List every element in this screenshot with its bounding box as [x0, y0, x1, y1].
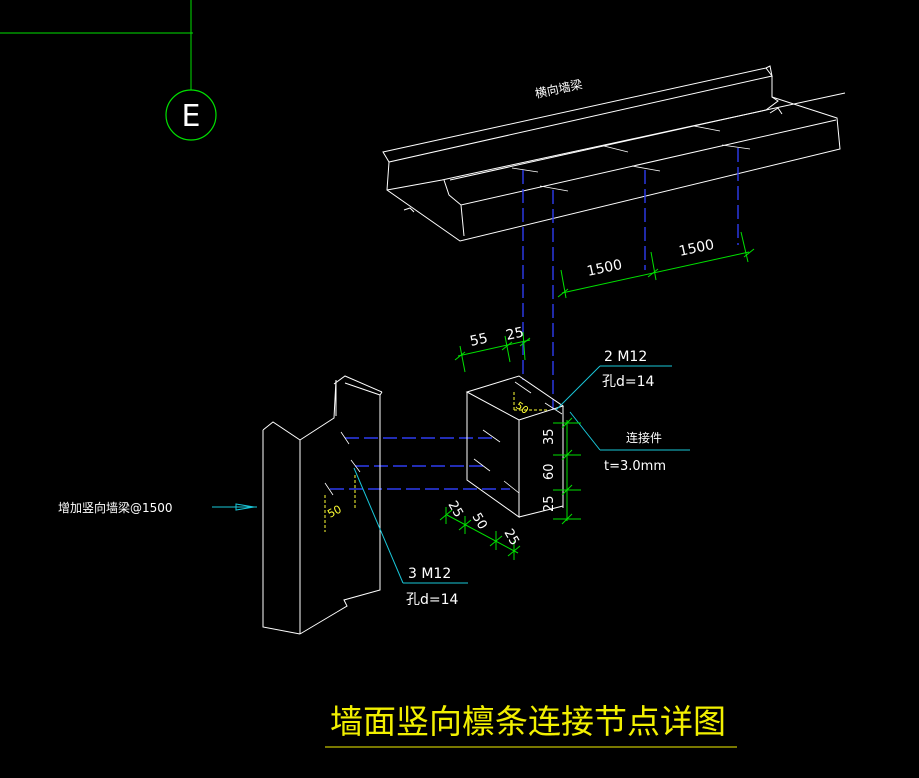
dim-1500-b: 1500 [678, 237, 716, 260]
axis-bubble-label: E [182, 99, 201, 134]
beam-label: 横向墙梁 [534, 76, 584, 101]
horizontal-wall-beam [382, 65, 846, 242]
connector-yellow-dim [513, 392, 548, 411]
bolt-left-spec: 3 M12 [408, 566, 451, 582]
dim-1500-group [557, 231, 755, 299]
dim-50-top: 50 [513, 400, 530, 416]
dim-25-bottom-b: 25 [501, 527, 522, 549]
note-left: 增加竖向墙梁@1500 [58, 500, 173, 515]
connector-thickness: t=3.0mm [604, 459, 666, 474]
dim-55-25-group [454, 331, 531, 373]
beam-bolt-markers [511, 125, 751, 192]
dim-50-bottom: 50 [469, 511, 490, 533]
blue-center-lines [330, 148, 739, 490]
dim-25-top: 25 [505, 325, 526, 344]
dim-35: 35 [542, 428, 557, 445]
bolt-left-leader [353, 467, 468, 584]
grid-axis-group: E [0, 0, 217, 141]
bolt-top-hole: 孔d=14 [602, 374, 655, 390]
purlin-yellow-dim [324, 475, 356, 532]
dim-bottom-diagonal [439, 507, 521, 560]
dim-25-bottom-a: 25 [445, 499, 466, 521]
arrow-right-icon [212, 503, 257, 511]
connector-label: 连接件 [626, 430, 662, 445]
bolt-top-spec: 2 M12 [604, 349, 647, 365]
bolt-top-leader [555, 365, 672, 411]
dim-vertical-right [553, 417, 581, 525]
connector-leader [569, 411, 690, 451]
axis-bubble-icon [165, 89, 217, 141]
connector-bolt-ticks [473, 381, 563, 494]
purlin-bolt-ticks [324, 431, 361, 496]
dim-60: 60 [542, 463, 557, 480]
vertical-wall-purlin [262, 375, 383, 635]
dim-50-left: 50 [325, 503, 343, 521]
drawing-title: 墙面竖向檩条连接节点详图 [330, 702, 726, 741]
bolt-left-hole: 孔d=14 [406, 592, 459, 608]
dim-1500-a: 1500 [586, 257, 624, 280]
dim-55: 55 [469, 331, 490, 350]
dim-25-right: 25 [542, 495, 557, 512]
